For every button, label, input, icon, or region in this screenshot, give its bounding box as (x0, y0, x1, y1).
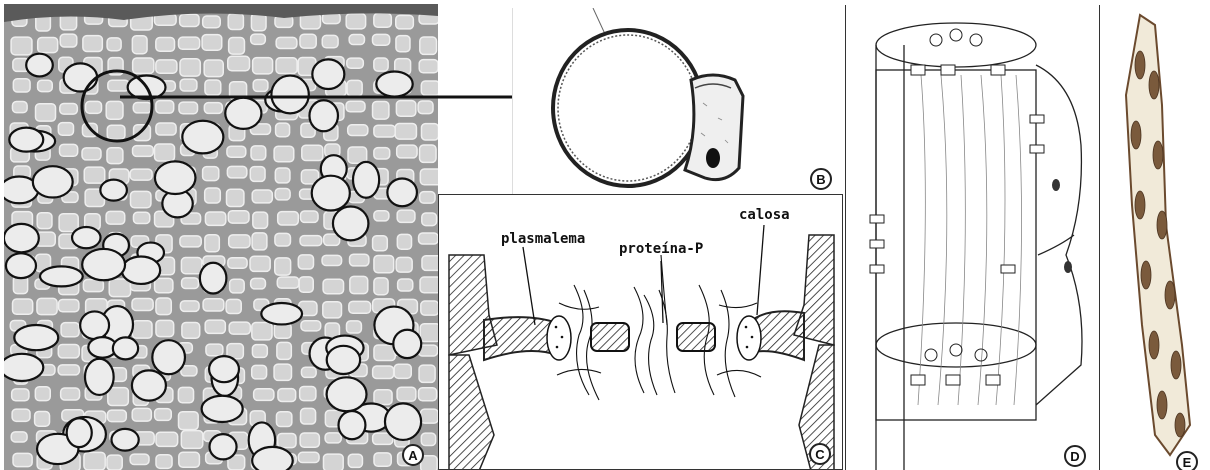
panel-d-sieve-tube: D (845, 5, 1100, 470)
panel-e-letter: E (1176, 451, 1198, 470)
stained-element-drawing (1100, 5, 1210, 470)
label-protein-p: proteína-P (619, 241, 703, 257)
panel-b-sieve-cell: B (512, 8, 838, 194)
panel-c-letter: C (809, 443, 831, 465)
panel-b-letter: B (810, 168, 832, 190)
sieve-tube-drawing (846, 5, 1100, 470)
panel-d-letter: D (1064, 445, 1086, 467)
sieve-cell-drawing (513, 8, 838, 194)
panel-e-stained-element: E (1100, 5, 1210, 470)
sieve-plate-drawing (439, 195, 843, 470)
label-callose: calosa (739, 207, 790, 223)
panel-c-sieve-plate: plasmalema proteína-P calosa C (438, 194, 843, 470)
label-plasmalemma: plasmalema (501, 231, 585, 247)
